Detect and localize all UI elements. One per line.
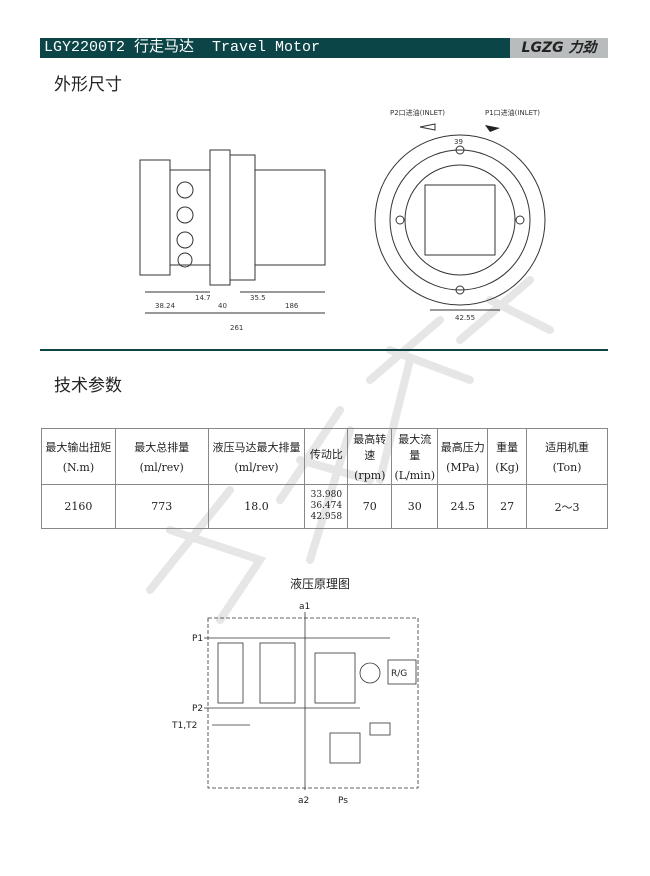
section-specs: 技术参数	[54, 376, 122, 396]
table-cell: 30	[391, 484, 439, 529]
table-cell: 2160	[41, 484, 116, 529]
rg-label: R/G	[391, 669, 407, 679]
port-a2: a2	[298, 796, 309, 806]
arrow-right-icon	[485, 125, 500, 132]
port-p2: P2	[192, 704, 203, 714]
dim-e: 35.5	[250, 294, 266, 302]
header-unit: (Ton)	[552, 461, 582, 474]
header-title: LGY2200T2 行走马达 Travel Motor	[44, 39, 321, 56]
header-name: 最大总排量	[134, 441, 190, 454]
dim-total: 261	[230, 324, 243, 332]
header-name: 适用机重	[545, 441, 590, 454]
header-name: 传动比	[309, 447, 343, 461]
header-bar: LGY2200T2 行走马达 Travel Motor LGZG 力劲	[40, 38, 608, 58]
inlet-p2-label: P2口进油(INLET)	[390, 108, 445, 117]
header-name: 液压马达最大排量	[212, 441, 301, 454]
header-name: 最大流量	[398, 433, 432, 462]
header-unit: (Kg)	[495, 461, 520, 474]
port-p1: P1	[192, 634, 203, 644]
port-t: T1,T2	[171, 721, 197, 731]
table-header-cell: 最高压力 (MPa)	[437, 428, 489, 485]
header-unit: (rpm)	[354, 469, 386, 482]
table-header-cell: 液压马达最大排量 (ml/rev)	[207, 428, 306, 485]
table-cell: 24.5	[437, 484, 489, 529]
header-name: 重量	[496, 441, 519, 454]
table-cell: 33.980 36.474 42.958	[304, 484, 349, 529]
table-cell: 27	[487, 484, 528, 529]
table-cell: 70	[347, 484, 393, 529]
header-name: 最高压力	[440, 441, 485, 454]
table-header-cell: 最大总排量 (ml/rev)	[114, 428, 209, 485]
table-cell: 773	[114, 484, 209, 529]
table-header-cell: 适用机重 (Ton)	[526, 428, 608, 485]
header-name: 最高转速	[353, 433, 387, 462]
header-name: 最大输出扭矩	[45, 441, 112, 454]
inlet-p1-label: P1口进油(INLET)	[485, 108, 540, 117]
header-unit: (L/min)	[394, 469, 436, 482]
section-schematic: 液压原理图	[290, 577, 351, 591]
dim-b: 40	[218, 302, 227, 310]
table-header-cell: 传动比	[304, 428, 349, 485]
header-unit: (ml/rev)	[234, 461, 279, 474]
brand-logo: LGZG 力劲	[510, 38, 608, 58]
table-cell: 18.0	[207, 484, 306, 529]
header-unit: (ml/rev)	[139, 461, 184, 474]
spec-table: 最大输出扭矩 (N.m) 最大总排量 (ml/rev) 液压马达最大排量 (ml/rev)…	[41, 428, 608, 529]
arrow-left-icon	[419, 123, 436, 131]
table-header-cell: 最大输出扭矩 (N.m)	[41, 428, 116, 485]
dim-g: 39	[454, 138, 463, 146]
table-cell: 2～3	[526, 484, 608, 529]
header-unit: (MPa)	[446, 461, 480, 474]
table-header-row: 最大输出扭矩 (N.m) 最大总排量 (ml/rev) 液压马达最大排量 (ml/rev)…	[41, 428, 608, 485]
dimension-drawing: 261 38.24 40 186 14.7 35.5 42.55 39 P2口进…	[139, 108, 546, 332]
table-header-cell: 重量 (Kg)	[487, 428, 528, 485]
hydraulic-schematic: a1 P1 P2 T1,T2 a2 Ps R/G	[171, 602, 419, 806]
table-header-cell: 最大流量 (L/min)	[391, 428, 439, 485]
dim-d: 14.7	[195, 294, 211, 302]
header-unit: (N.m)	[62, 461, 95, 474]
divider	[40, 349, 608, 351]
port-a1: a1	[299, 602, 310, 612]
dim-f: 42.55	[455, 314, 475, 322]
dim-a: 38.24	[155, 302, 176, 310]
dim-c: 186	[285, 302, 299, 310]
port-ps: Ps	[338, 796, 348, 806]
section-dimensions: 外形尺寸	[54, 75, 122, 95]
table-header-cell: 最高转速 (rpm)	[347, 428, 393, 485]
